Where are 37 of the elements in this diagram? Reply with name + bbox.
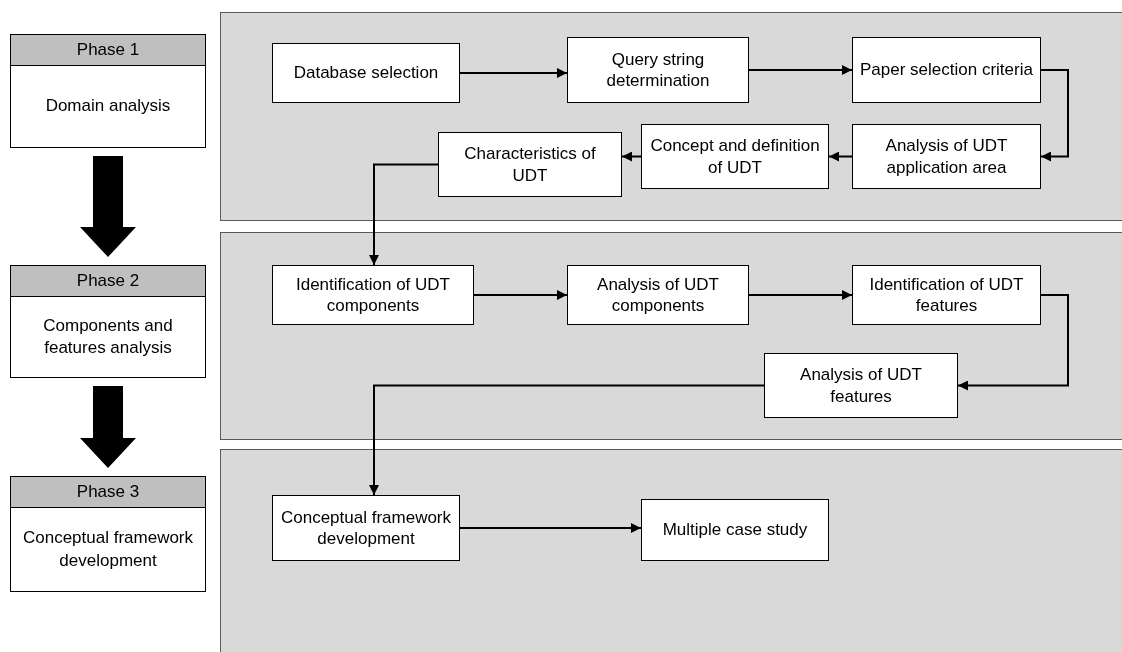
phase-heading: Phase 2 (11, 266, 205, 297)
phase-box (10, 34, 206, 148)
process-box: Query string determination (567, 37, 749, 103)
process-box: Concept and definition of UDT (641, 124, 829, 189)
arrow (621, 151, 642, 162)
arrow (957, 294, 1069, 391)
arrow (459, 523, 642, 533)
phase-box (10, 476, 206, 592)
process-box: Paper selection criteria (852, 37, 1041, 103)
arrow (828, 151, 853, 162)
arrow (369, 384, 765, 496)
arrow (1040, 69, 1069, 162)
arrow (459, 68, 568, 78)
phase-description: Domain analysis (44, 95, 172, 118)
process-box: Database selection (272, 43, 460, 103)
phase-description: Conceptual framework development (21, 527, 195, 572)
phase-panel (220, 449, 1122, 652)
arrow (369, 163, 439, 266)
arrow (748, 65, 853, 75)
phase-description: Components and features analysis (42, 314, 174, 359)
process-box: Identification of UDT components (272, 265, 474, 325)
process-box: Conceptual framework development (272, 495, 460, 561)
arrow (473, 290, 568, 300)
arrow (748, 290, 853, 300)
process-box: Identification of UDT features (852, 265, 1041, 325)
phase-heading: Phase 1 (11, 35, 205, 66)
process-box: Analysis of UDT features (764, 353, 958, 418)
block-arrow (80, 386, 136, 468)
phase-panel (220, 12, 1122, 221)
process-box: Analysis of UDT components (567, 265, 749, 325)
phase-heading: Phase 3 (11, 477, 205, 508)
process-box: Multiple case study (641, 499, 829, 561)
process-box: Analysis of UDT application area (852, 124, 1041, 189)
process-box: Characteristics of UDT (438, 132, 622, 197)
phase-box (10, 265, 206, 378)
block-arrow (80, 156, 136, 257)
phase-panel (220, 232, 1122, 440)
